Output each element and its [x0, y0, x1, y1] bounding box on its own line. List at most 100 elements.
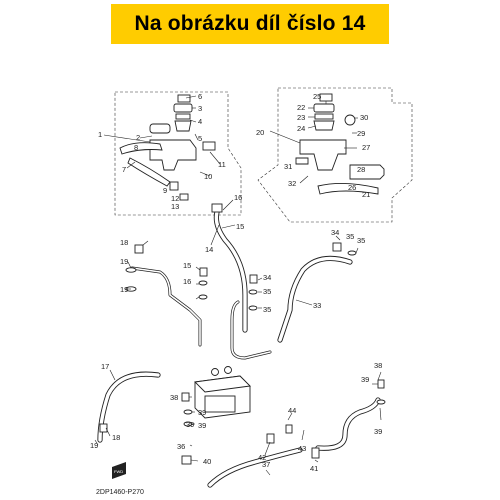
left-brake-lever: [127, 157, 171, 187]
right-brake-switch-31: [295, 157, 309, 165]
callout-8: 8: [134, 143, 138, 152]
callout-39e: 39: [186, 420, 194, 429]
callout-5: 5: [198, 134, 202, 143]
bolt-18-lower: [99, 423, 108, 433]
fwd-direction-mark: FWD: [112, 462, 126, 479]
bracket-40: [181, 455, 192, 465]
left-cap-plate: [175, 113, 191, 120]
part-number-banner: Na obrázku díl číslo 14: [111, 4, 389, 44]
callout-35c: 35: [263, 287, 271, 296]
callout-39b: 39: [198, 421, 206, 430]
callout-39d: 39: [374, 427, 382, 436]
left-brake-lever-bracket: [119, 142, 163, 155]
callout-21: 21: [362, 190, 370, 199]
callout-11: 11: [218, 160, 226, 169]
left-screw-9: [169, 181, 179, 191]
callout-29: 29: [357, 129, 365, 138]
callout-37: 37: [262, 460, 270, 469]
brake-hose-17: [97, 371, 161, 443]
callout-38a: 38: [170, 393, 178, 402]
callout-24: 24: [297, 124, 305, 133]
callout-19c: 19: [90, 441, 98, 450]
hose-14-end-fitting: [211, 203, 223, 213]
right-banjo-bolt-29: [344, 114, 356, 126]
callout-27: 27: [362, 143, 370, 152]
callout-39c: 39: [361, 375, 369, 384]
callout-36: 36: [177, 442, 185, 451]
callout-18b: 18: [112, 433, 120, 442]
callout-6: 6: [198, 92, 202, 101]
callout-28: 28: [357, 165, 365, 174]
washer-35a: [248, 289, 258, 295]
leader-lines: [94, 199, 382, 476]
callout-16a: 16: [234, 193, 242, 202]
callout-4: 4: [198, 117, 202, 126]
washer-16a: [198, 280, 208, 286]
bolt-18-upper: [134, 244, 144, 254]
callout-43: 43: [298, 444, 306, 453]
right-piston-kit: [349, 164, 385, 180]
right-master-cylinder-body: [299, 139, 347, 171]
washer-35b: [248, 305, 258, 311]
callout-12: 12: [171, 194, 179, 203]
washer-39-rear: [376, 399, 386, 405]
callout-30: 30: [360, 113, 368, 122]
callout-10: 10: [204, 172, 212, 181]
clip-41: [311, 447, 320, 459]
left-reservoir-cap: [173, 103, 193, 113]
callout-34b: 34: [263, 273, 271, 282]
callout-42: 42: [258, 453, 266, 462]
right-bolt-25: [319, 93, 333, 102]
callout-39a: 39: [198, 408, 206, 417]
callout-35a: 35: [346, 232, 354, 241]
callout-35b: 35: [357, 236, 365, 245]
callout-18a: 18: [120, 238, 128, 247]
banner-text: Na obrázku díl číslo 14: [134, 12, 366, 35]
callout-14: 14: [205, 245, 213, 254]
washer-19a: [125, 267, 137, 273]
callout-7: 7: [122, 165, 126, 174]
right-master-cylinder-group-outline: [257, 87, 413, 223]
callout-9: 9: [163, 186, 167, 195]
callout-35d: 35: [263, 305, 271, 314]
right-reservoir-cap: [313, 103, 335, 113]
left-piston-kit: [149, 123, 171, 134]
callout-1: 1: [98, 130, 102, 139]
callout-26: 26: [348, 183, 356, 192]
callout-20: 20: [256, 128, 264, 137]
abs-hydraulic-unit: [194, 366, 251, 419]
callout-19a: 19: [120, 257, 128, 266]
bolt-44: [285, 424, 293, 434]
callout-15a: 15: [236, 222, 244, 231]
callout-25: 25: [313, 92, 321, 101]
diagram-code: 2DP1460-P270: [96, 489, 144, 496]
callout-41: 41: [310, 464, 318, 473]
right-diaphragm: [313, 120, 335, 131]
left-master-cylinder-group-outline: [114, 91, 242, 216]
callout-16b: 16: [183, 277, 191, 286]
callout-32: 32: [288, 179, 296, 188]
clamp-42: [266, 433, 275, 444]
right-brake-lever: [317, 183, 379, 195]
callout-13: 13: [171, 202, 179, 211]
callout-22: 22: [297, 103, 305, 112]
bolt-34-upper: [332, 242, 342, 252]
bolt-34: [249, 274, 258, 284]
bolt-15-lower: [199, 267, 208, 277]
brake-hose-37: [207, 447, 303, 488]
fwd-label: FWD: [114, 469, 123, 474]
callout-15b: 15: [183, 261, 191, 270]
callout-34a: 34: [331, 228, 339, 237]
callout-31: 31: [284, 162, 292, 171]
washer-16b: [198, 294, 208, 300]
bolt-38-abs: [181, 392, 190, 402]
callout-38b: 38: [374, 361, 382, 370]
left-diaphragm: [174, 120, 192, 132]
right-master-cylinder-assembly: [269, 93, 385, 195]
bolt-38-rear: [377, 379, 385, 389]
right-cap-plate: [314, 113, 334, 120]
callout-17: 17: [101, 362, 109, 371]
callout-19b: 19: [120, 285, 128, 294]
